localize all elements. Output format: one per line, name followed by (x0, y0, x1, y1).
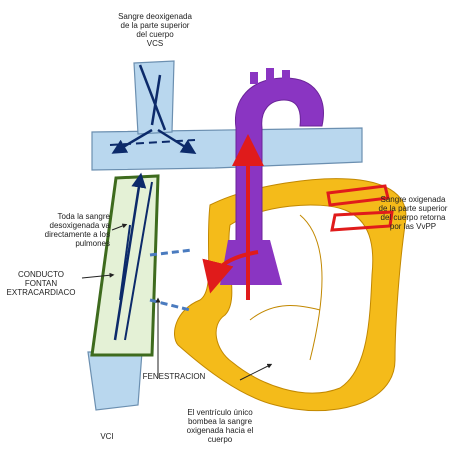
label-fenestracion: FENESTRACION (134, 372, 214, 381)
label-conducto-fontan: CONDUCTO FONTAN EXTRACARDIACO (2, 270, 80, 297)
label-toda-la-sangre: Toda la sangre desoxigenada va directame… (20, 212, 110, 248)
label-ventriculo-unico: El ventrículo único bombea la sangre oxi… (170, 408, 270, 444)
label-vci: VCI (92, 432, 122, 441)
label-sangre-oxigenada: Sangre oxigenada de la parte superior de… (368, 195, 458, 231)
pulmonary-artery (92, 128, 362, 170)
superior-vena-cava (134, 61, 174, 134)
inferior-vena-cava (88, 352, 142, 410)
label-vcs: Sangre deoxigenada de la parte superior … (100, 12, 210, 48)
